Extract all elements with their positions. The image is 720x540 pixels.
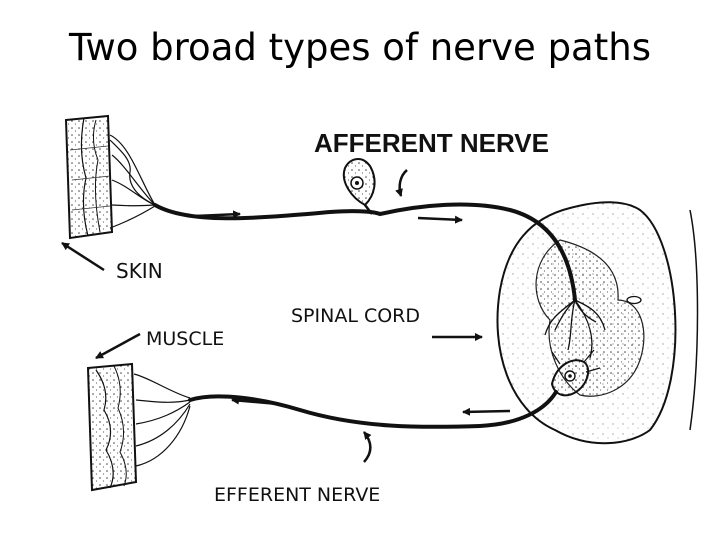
afferent-nerve-fiber — [153, 202, 577, 302]
flow-arrows — [61, 169, 511, 463]
efferent-label-arrow — [363, 431, 372, 463]
synapse-branches — [544, 299, 606, 359]
afferent-nerve-label: AFFERENT NERVE — [314, 128, 549, 158]
efferent-nerve-fiber — [188, 390, 558, 429]
muscle-nerve-endings — [133, 373, 191, 467]
skin-label: SKIN — [116, 259, 163, 283]
efferent-flow-arrow-2 — [231, 396, 279, 406]
spinal-cord — [496, 201, 699, 445]
afferent-flow-arrow-2 — [417, 215, 463, 224]
spinal-cord-label: SPINAL CORD — [291, 305, 420, 327]
muscle-tissue — [86, 362, 138, 492]
efferent-nerve-label: EFFERENT NERVE — [214, 484, 380, 506]
efferent-flow-arrow-1 — [462, 407, 511, 416]
afferent-label-arrow — [395, 169, 408, 197]
afferent-cell-body — [342, 158, 376, 215]
skin-tissue — [64, 114, 114, 240]
muscle-label: MUSCLE — [146, 328, 224, 350]
motor-neuron-cell-body — [550, 349, 601, 397]
slide-title: Two broad types of nerve paths — [69, 26, 651, 69]
skin-pointer-arrow — [61, 241, 105, 272]
afferent-flow-arrow-1 — [194, 210, 241, 219]
muscle-pointer-arrow — [95, 332, 141, 360]
skin-nerve-endings — [109, 134, 156, 229]
